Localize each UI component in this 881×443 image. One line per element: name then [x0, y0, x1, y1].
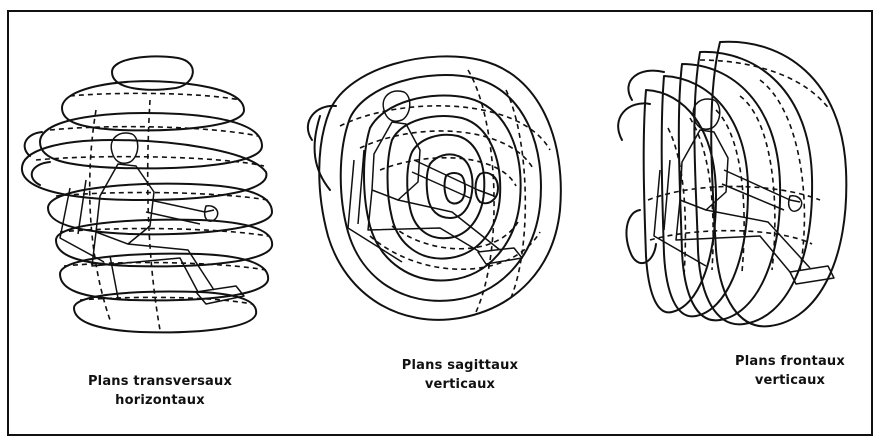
caption-transverse-line1: Plans transversaux	[60, 372, 260, 391]
sagittal-plane-slices	[308, 56, 561, 319]
caption-transverse: Plans transversaux horizontaux	[60, 372, 260, 410]
panel-transverse	[22, 57, 272, 333]
frontal-operator-figure	[654, 99, 834, 284]
caption-sagittal: Plans sagittaux verticaux	[380, 356, 540, 394]
caption-frontal-line2: verticaux	[710, 371, 870, 390]
frontal-plane-slices	[618, 42, 846, 327]
caption-sagittal-line2: verticaux	[380, 375, 540, 394]
caption-frontal: Plans frontaux verticaux	[710, 352, 870, 390]
panel-sagittal	[308, 56, 561, 319]
caption-frontal-line1: Plans frontaux	[710, 352, 870, 371]
caption-sagittal-line1: Plans sagittaux	[380, 356, 540, 375]
transverse-plane-slices	[22, 57, 272, 333]
seated-operator-figure	[60, 133, 244, 304]
panel-frontal	[618, 42, 846, 327]
frontal-dashed-arcs	[648, 60, 830, 276]
caption-transverse-line2: horizontaux	[60, 391, 260, 410]
